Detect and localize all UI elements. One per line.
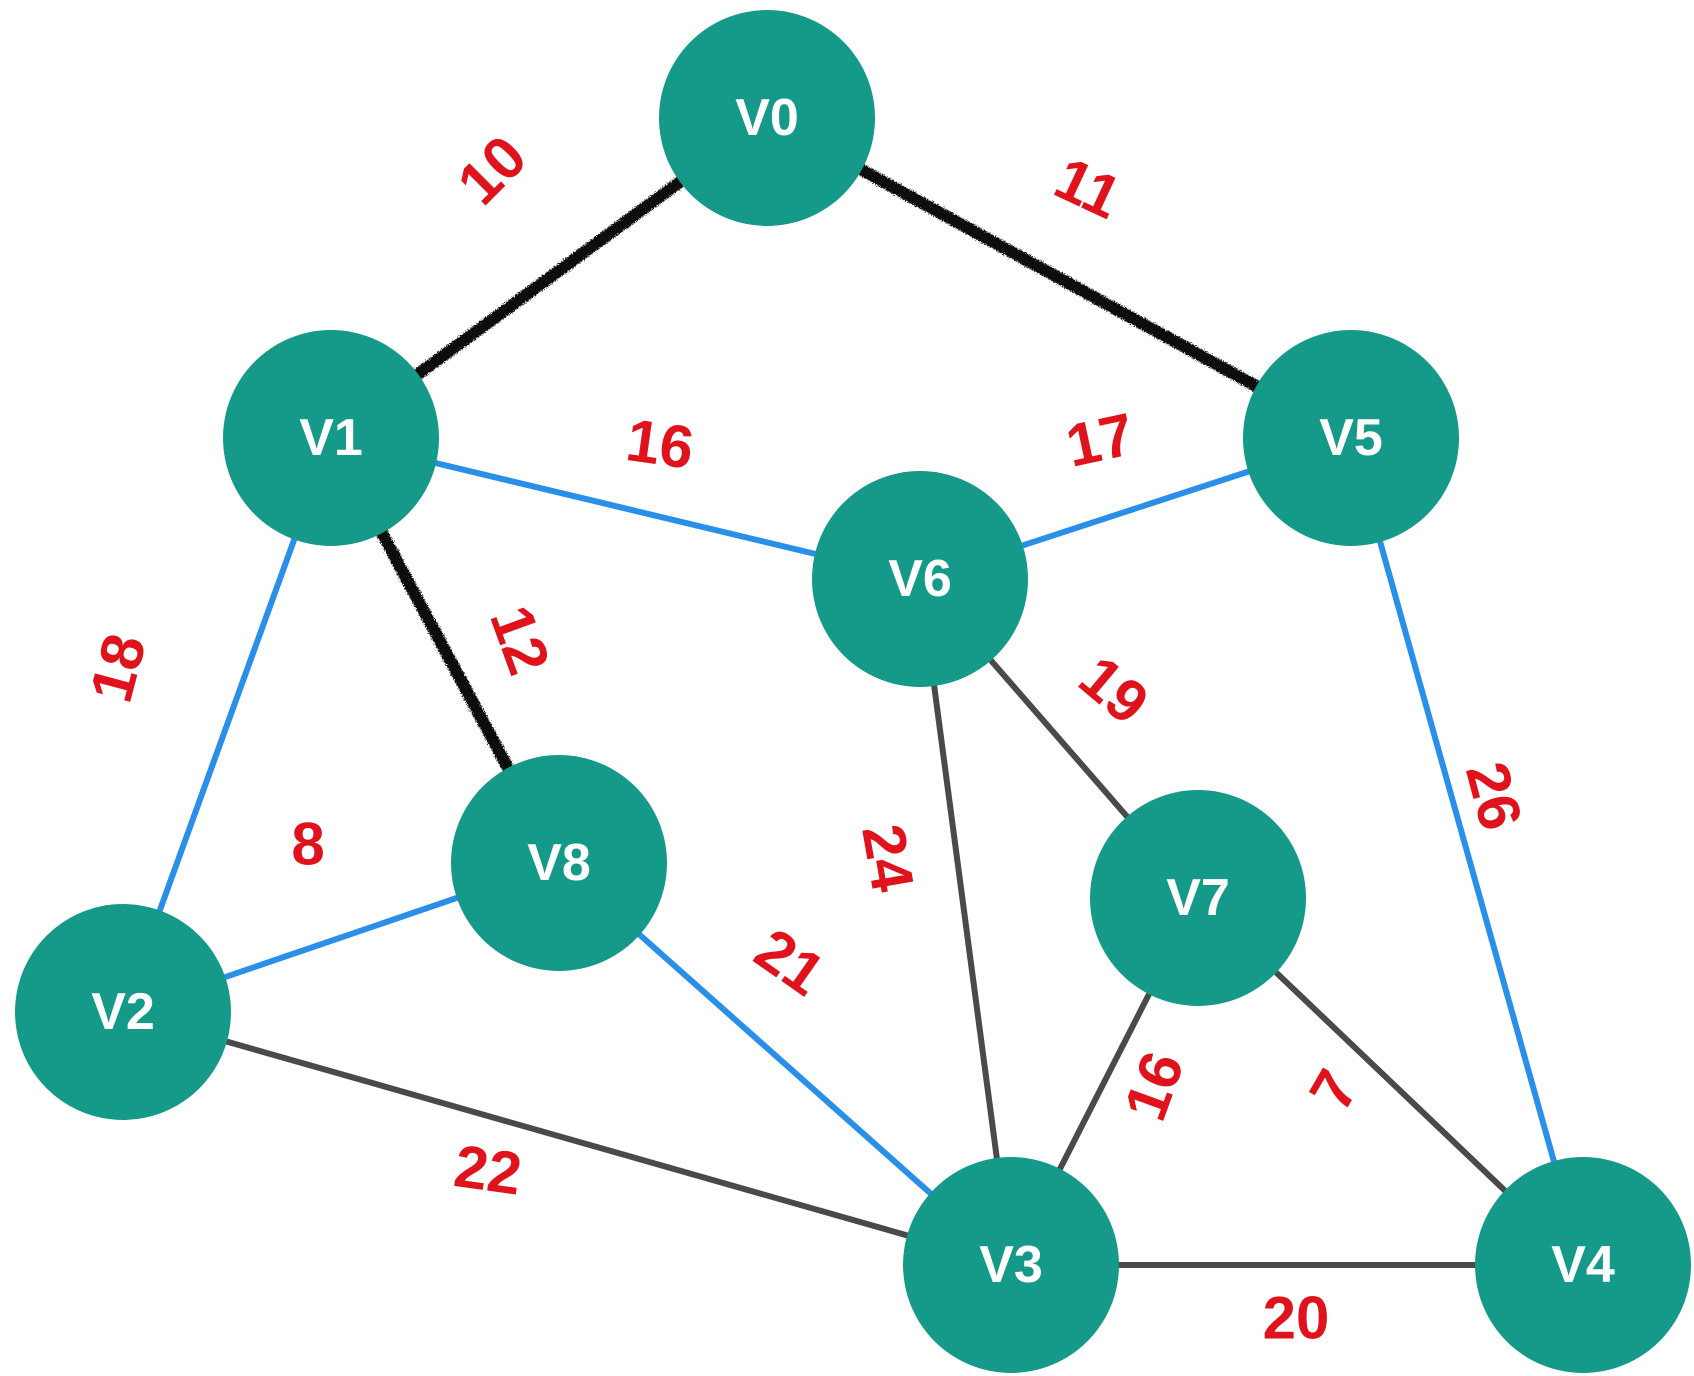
edge-weight-v7-v4: 7 [1297, 1059, 1372, 1121]
edge-weight-v0-v5: 11 [1045, 144, 1131, 232]
edge-v5-v4 [1348, 435, 1586, 1268]
vertex-label: V1 [299, 409, 363, 467]
vertex-label: V4 [1551, 1236, 1615, 1294]
edge-weight-v7-v3: 16 [1111, 1043, 1197, 1129]
vertex-v5: V5 [1243, 330, 1459, 546]
edge-weight-v6-v3: 24 [849, 819, 927, 897]
vertex-label: V8 [527, 834, 591, 892]
vertex-v0: V0 [659, 10, 875, 226]
vertex-circle [223, 330, 439, 546]
edge-weight-v2-v3: 22 [450, 1132, 525, 1208]
vertex-label: V6 [888, 550, 952, 608]
vertex-v4: V4 [1475, 1157, 1691, 1373]
vertex-v7: V7 [1090, 790, 1306, 1006]
vertex-v3: V3 [903, 1157, 1119, 1373]
vertex-label: V7 [1166, 869, 1230, 927]
vertex-circle [451, 755, 667, 971]
edge-weight-v1-v8: 12 [477, 597, 563, 683]
vertex-label: V0 [735, 89, 799, 147]
edge-weight-v2-v8: 8 [291, 811, 324, 878]
edge-v0-v5 [761, 112, 1357, 444]
vertex-label: V3 [979, 1236, 1043, 1294]
edge-weight-v8-v3: 21 [743, 915, 836, 1008]
vertex-circle [903, 1157, 1119, 1373]
vertex-circle [659, 10, 875, 226]
edge-weight-v0-v1: 10 [445, 123, 540, 218]
edge-weight-v5-v4: 26 [1453, 755, 1535, 837]
vertex-v8: V8 [451, 755, 667, 971]
vertex-label: V2 [91, 983, 155, 1041]
edge-weight-v1-v6: 16 [622, 406, 697, 482]
vertex-v1: V1 [223, 330, 439, 546]
vertex-circle [1090, 790, 1306, 1006]
vertex-label: V5 [1319, 409, 1383, 467]
edge-weight-v5-v6: 17 [1060, 400, 1139, 479]
vertex-circle [1475, 1157, 1691, 1373]
edge-weight-v3-v4: 20 [1263, 1285, 1330, 1352]
edge-weight-v6-v7: 19 [1067, 643, 1161, 737]
vertex-v2: V2 [15, 904, 231, 1120]
vertex-circle [1243, 330, 1459, 546]
edge-v2-v3 [120, 1009, 1014, 1268]
edge-weight-v1-v2: 18 [77, 627, 159, 709]
vertex-circle [15, 904, 231, 1120]
vertex-v6: V6 [812, 471, 1028, 687]
edge-v6-v3 [917, 576, 1014, 1268]
vertex-circle [812, 471, 1028, 687]
edge-weights: 10 11 12 16 17 18 8 21 26 19 24 22 16 7 20 [77, 123, 1535, 1352]
